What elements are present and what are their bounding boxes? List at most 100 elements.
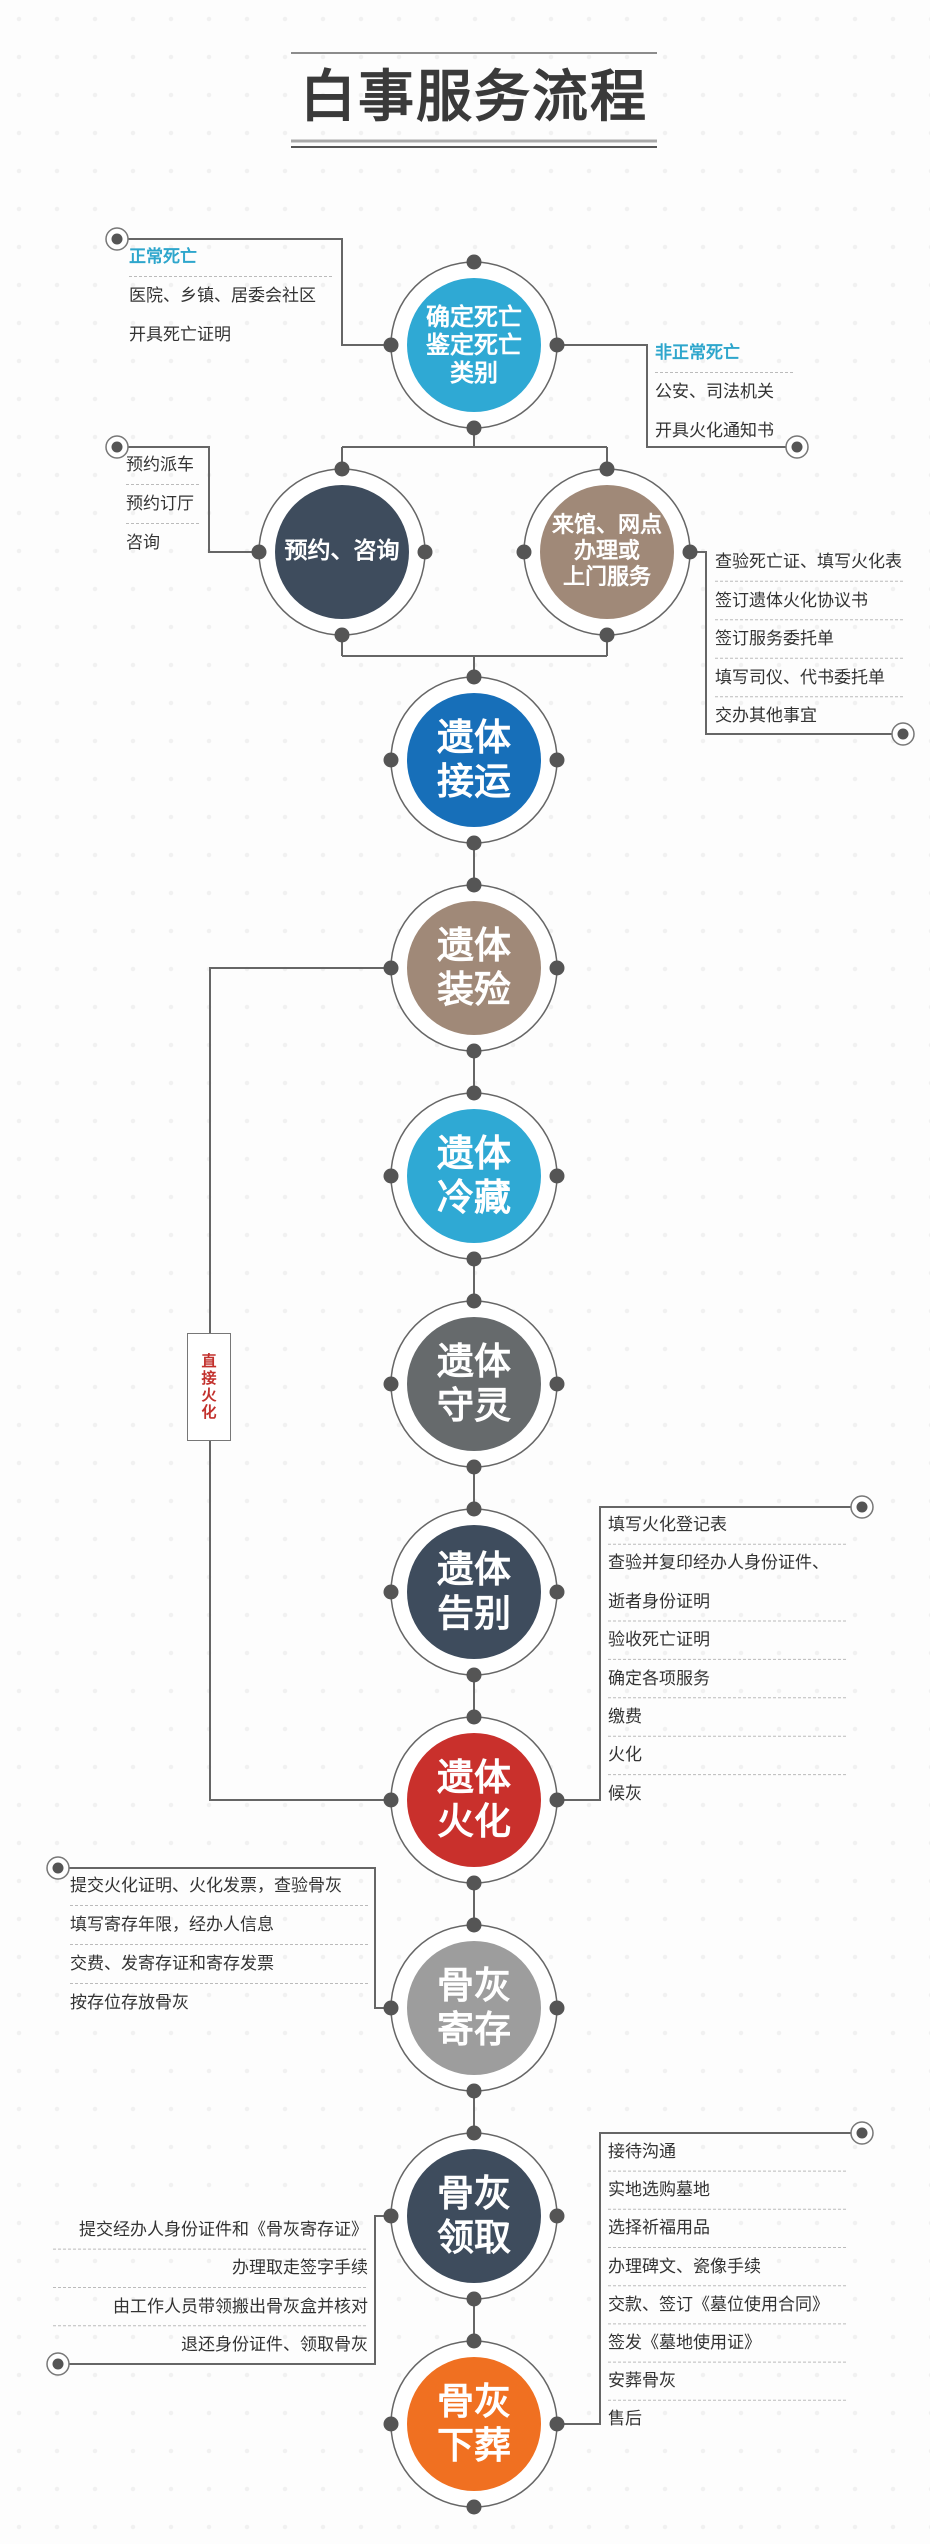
step-label-line: 上门服务 bbox=[562, 564, 651, 590]
note-item: 提交经办人身份证件和《骨灰寄存证》 bbox=[79, 2220, 368, 2240]
ring-node-dot bbox=[466, 1917, 482, 1933]
step-label-line: 遗体 bbox=[437, 1756, 511, 1800]
step-circle bbox=[275, 485, 409, 619]
note-item: 提交火化证明、火化发票，查验骨灰 bbox=[70, 1876, 342, 1896]
ring-node-dot bbox=[466, 420, 482, 436]
ring-node-dot bbox=[466, 1459, 482, 1475]
note-item: 填写寄存年限，经办人信息 bbox=[70, 1915, 274, 1935]
end-marker-dot bbox=[856, 1501, 868, 1513]
note-item: 签订服务委托单 bbox=[715, 629, 834, 649]
note-heading: 正常死亡 bbox=[129, 247, 197, 267]
ring-node-dot bbox=[599, 627, 615, 643]
direct-cremation-line bbox=[209, 967, 391, 1801]
note-item: 确定各项服务 bbox=[608, 1668, 710, 1689]
ring-node-dot bbox=[334, 627, 350, 643]
note-item: 交款、签订《墓位使用合同》 bbox=[608, 2294, 829, 2315]
ring-node-dot bbox=[466, 669, 482, 685]
note-item: 预约订厅 bbox=[126, 494, 194, 514]
step-label: 遗体火化 bbox=[407, 1733, 541, 1867]
step-label: 来馆、网点办理或上门服务 bbox=[540, 485, 674, 619]
note-item: 候灰 bbox=[608, 1783, 642, 1804]
page-title: 白事服务流程 bbox=[300, 65, 648, 130]
step-circle bbox=[407, 2357, 541, 2491]
step-label: 预约、咨询 bbox=[275, 485, 409, 619]
step-label-line: 冷藏 bbox=[437, 1176, 511, 1219]
step-circle bbox=[407, 1109, 541, 1243]
note-item: 验收死亡证明 bbox=[608, 1630, 710, 1651]
ring-node-dot bbox=[383, 337, 399, 353]
step-label-line: 骨灰 bbox=[437, 2172, 511, 2216]
ring-node-dot bbox=[383, 2208, 399, 2224]
note-item: 签发《墓地使用证》 bbox=[608, 2333, 761, 2353]
ring-node-dot bbox=[383, 752, 399, 768]
ring-node-dot bbox=[516, 544, 532, 560]
step-circle bbox=[407, 901, 541, 1035]
step-label-line: 火化 bbox=[437, 1800, 511, 1843]
step-circle bbox=[540, 485, 674, 619]
ring-node-dot bbox=[383, 2416, 399, 2432]
step-circle bbox=[407, 1733, 541, 1867]
step-label-line: 办理或 bbox=[573, 539, 640, 565]
step-label: 遗体接运 bbox=[407, 693, 541, 827]
connector-line bbox=[117, 446, 259, 553]
ring-node-dot bbox=[383, 1584, 399, 1600]
step-label-line: 遗体 bbox=[437, 924, 511, 968]
note-item: 交办其他事宜 bbox=[715, 706, 817, 726]
end-marker-dot bbox=[791, 441, 803, 453]
step-label-line: 遗体 bbox=[437, 1340, 511, 1384]
note-item: 缴费 bbox=[608, 1707, 642, 1727]
end-marker-dot bbox=[52, 2358, 64, 2370]
ring-node-dot bbox=[417, 544, 433, 560]
step-circle bbox=[407, 693, 541, 827]
step-label: 遗体冷藏 bbox=[407, 1109, 541, 1243]
ring-node-dot bbox=[383, 1792, 399, 1808]
ring-node-dot bbox=[549, 2416, 565, 2432]
note-item: 填写司仪、代书委托单 bbox=[715, 667, 885, 688]
note-item: 火化 bbox=[608, 1745, 642, 1766]
ring-node-dot bbox=[383, 1376, 399, 1392]
ring-node-dot bbox=[466, 1293, 482, 1309]
note-item: 开具火化通知书 bbox=[655, 421, 774, 441]
note-item: 查验并复印经办人身份证件、 bbox=[608, 1553, 829, 1574]
note-item: 安葬骨灰 bbox=[608, 2371, 676, 2392]
note-item: 开具死亡证明 bbox=[129, 325, 231, 345]
ring-node-dot bbox=[466, 877, 482, 893]
ring-node-dot bbox=[383, 2000, 399, 2016]
ring-node-dot bbox=[251, 544, 267, 560]
end-marker-dot bbox=[897, 728, 909, 740]
step-label-line: 类别 bbox=[450, 359, 498, 388]
step-label-line: 领取 bbox=[437, 2216, 511, 2259]
connector-line bbox=[58, 1867, 391, 2009]
step-label-line: 骨灰 bbox=[437, 2380, 511, 2424]
ring-node-dot bbox=[466, 1043, 482, 1059]
ring-node-dot bbox=[383, 1168, 399, 1184]
step-label: 骨灰下葬 bbox=[407, 2357, 541, 2491]
ring-node-dot bbox=[466, 2333, 482, 2349]
step-label-line: 寄存 bbox=[437, 2008, 511, 2051]
step-label: 骨灰寄存 bbox=[407, 1941, 541, 2075]
note-item: 办理碑文、瓷像手续 bbox=[608, 2256, 761, 2277]
step-label-line: 来馆、网点 bbox=[551, 513, 662, 539]
note-item: 查验死亡证、填写火化表 bbox=[715, 552, 902, 572]
note-item: 选择祈福用品 bbox=[608, 2218, 710, 2239]
ring-node-dot bbox=[466, 254, 482, 270]
ring-node-dot bbox=[549, 2000, 565, 2016]
connector-line bbox=[557, 2132, 862, 2425]
ring-node-dot bbox=[549, 1376, 565, 1392]
end-marker-dot bbox=[856, 2127, 868, 2139]
ring-node-dot bbox=[466, 2125, 482, 2141]
note-item: 交费、发寄存证和寄存发票 bbox=[70, 1954, 274, 1974]
step-circle bbox=[407, 1317, 541, 1451]
end-marker-dot bbox=[111, 441, 123, 453]
end-marker-dot bbox=[111, 233, 123, 245]
ring-node-dot bbox=[466, 1667, 482, 1683]
ring-node-dot bbox=[549, 960, 565, 976]
connector-line bbox=[557, 344, 797, 448]
ring-node-dot bbox=[549, 752, 565, 768]
step-label: 骨灰领取 bbox=[407, 2149, 541, 2283]
note-item: 填写火化登记表 bbox=[608, 1515, 727, 1535]
ring-node-dot bbox=[466, 835, 482, 851]
note-item: 售后 bbox=[608, 2409, 642, 2430]
